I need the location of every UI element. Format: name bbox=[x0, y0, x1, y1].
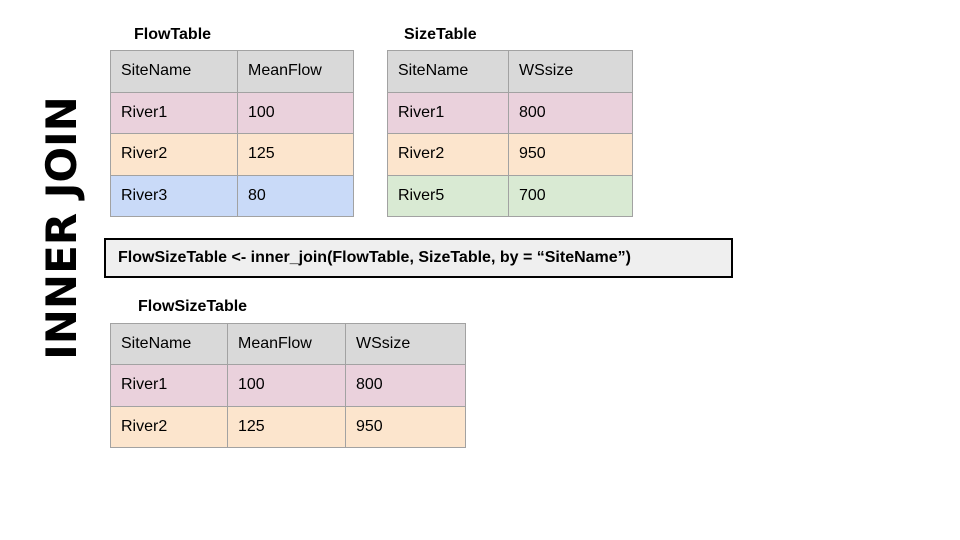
table-cell: 80 bbox=[237, 174, 354, 217]
table-cell: 950 bbox=[345, 405, 466, 449]
slide-title: INNER JOIN bbox=[37, 96, 86, 360]
table-row: River2 950 bbox=[387, 133, 633, 176]
table-cell: River1 bbox=[387, 91, 509, 134]
column-header: WSsize bbox=[508, 50, 633, 93]
column-header: SiteName bbox=[110, 322, 228, 366]
sizetable-header-row: SiteName WSsize bbox=[387, 50, 633, 93]
column-header: MeanFlow bbox=[227, 322, 346, 366]
table-cell: 800 bbox=[508, 91, 633, 134]
column-header: SiteName bbox=[387, 50, 509, 93]
table-row: River3 80 bbox=[110, 174, 354, 217]
table-row: River2 125 bbox=[110, 133, 354, 176]
table-cell: 100 bbox=[237, 91, 354, 134]
table-cell: River2 bbox=[110, 133, 238, 176]
table-row: River1 800 bbox=[387, 91, 633, 134]
flowtable-header-row: SiteName MeanFlow bbox=[110, 50, 354, 93]
code-text: FlowSizeTable <- inner_join(FlowTable, S… bbox=[118, 249, 631, 266]
table-cell: River2 bbox=[110, 405, 228, 449]
column-header: MeanFlow bbox=[237, 50, 354, 93]
code-box: FlowSizeTable <- inner_join(FlowTable, S… bbox=[104, 238, 733, 278]
table-row: River1 100 bbox=[110, 91, 354, 134]
flowsizetable-header-row: SiteName MeanFlow WSsize bbox=[110, 322, 466, 366]
table-cell: 125 bbox=[237, 133, 354, 176]
table-cell: River5 bbox=[387, 174, 509, 217]
column-header: WSsize bbox=[345, 322, 466, 366]
table-cell: 950 bbox=[508, 133, 633, 176]
table-row: River2 125 950 bbox=[110, 405, 466, 449]
flowtable-title: FlowTable bbox=[134, 26, 212, 43]
flowtable: SiteName MeanFlow River1 100 River2 125 … bbox=[110, 50, 354, 217]
table-cell: 125 bbox=[227, 405, 346, 449]
table-row: River5 700 bbox=[387, 174, 633, 217]
sizetable-title: SizeTable bbox=[404, 26, 477, 43]
sizetable: SiteName WSsize River1 800 River2 950 Ri… bbox=[387, 50, 633, 217]
column-header: SiteName bbox=[110, 50, 238, 93]
table-cell: River1 bbox=[110, 91, 238, 134]
flowsizetable-title: FlowSizeTable bbox=[138, 298, 248, 315]
table-cell: 100 bbox=[227, 364, 346, 407]
table-cell: 800 bbox=[345, 364, 466, 407]
table-cell: River2 bbox=[387, 133, 509, 176]
table-cell: River3 bbox=[110, 174, 238, 217]
table-cell: River1 bbox=[110, 364, 228, 407]
flowsizetable: SiteName MeanFlow WSsize River1 100 800 … bbox=[110, 322, 466, 449]
table-cell: 700 bbox=[508, 174, 633, 217]
table-row: River1 100 800 bbox=[110, 364, 466, 407]
